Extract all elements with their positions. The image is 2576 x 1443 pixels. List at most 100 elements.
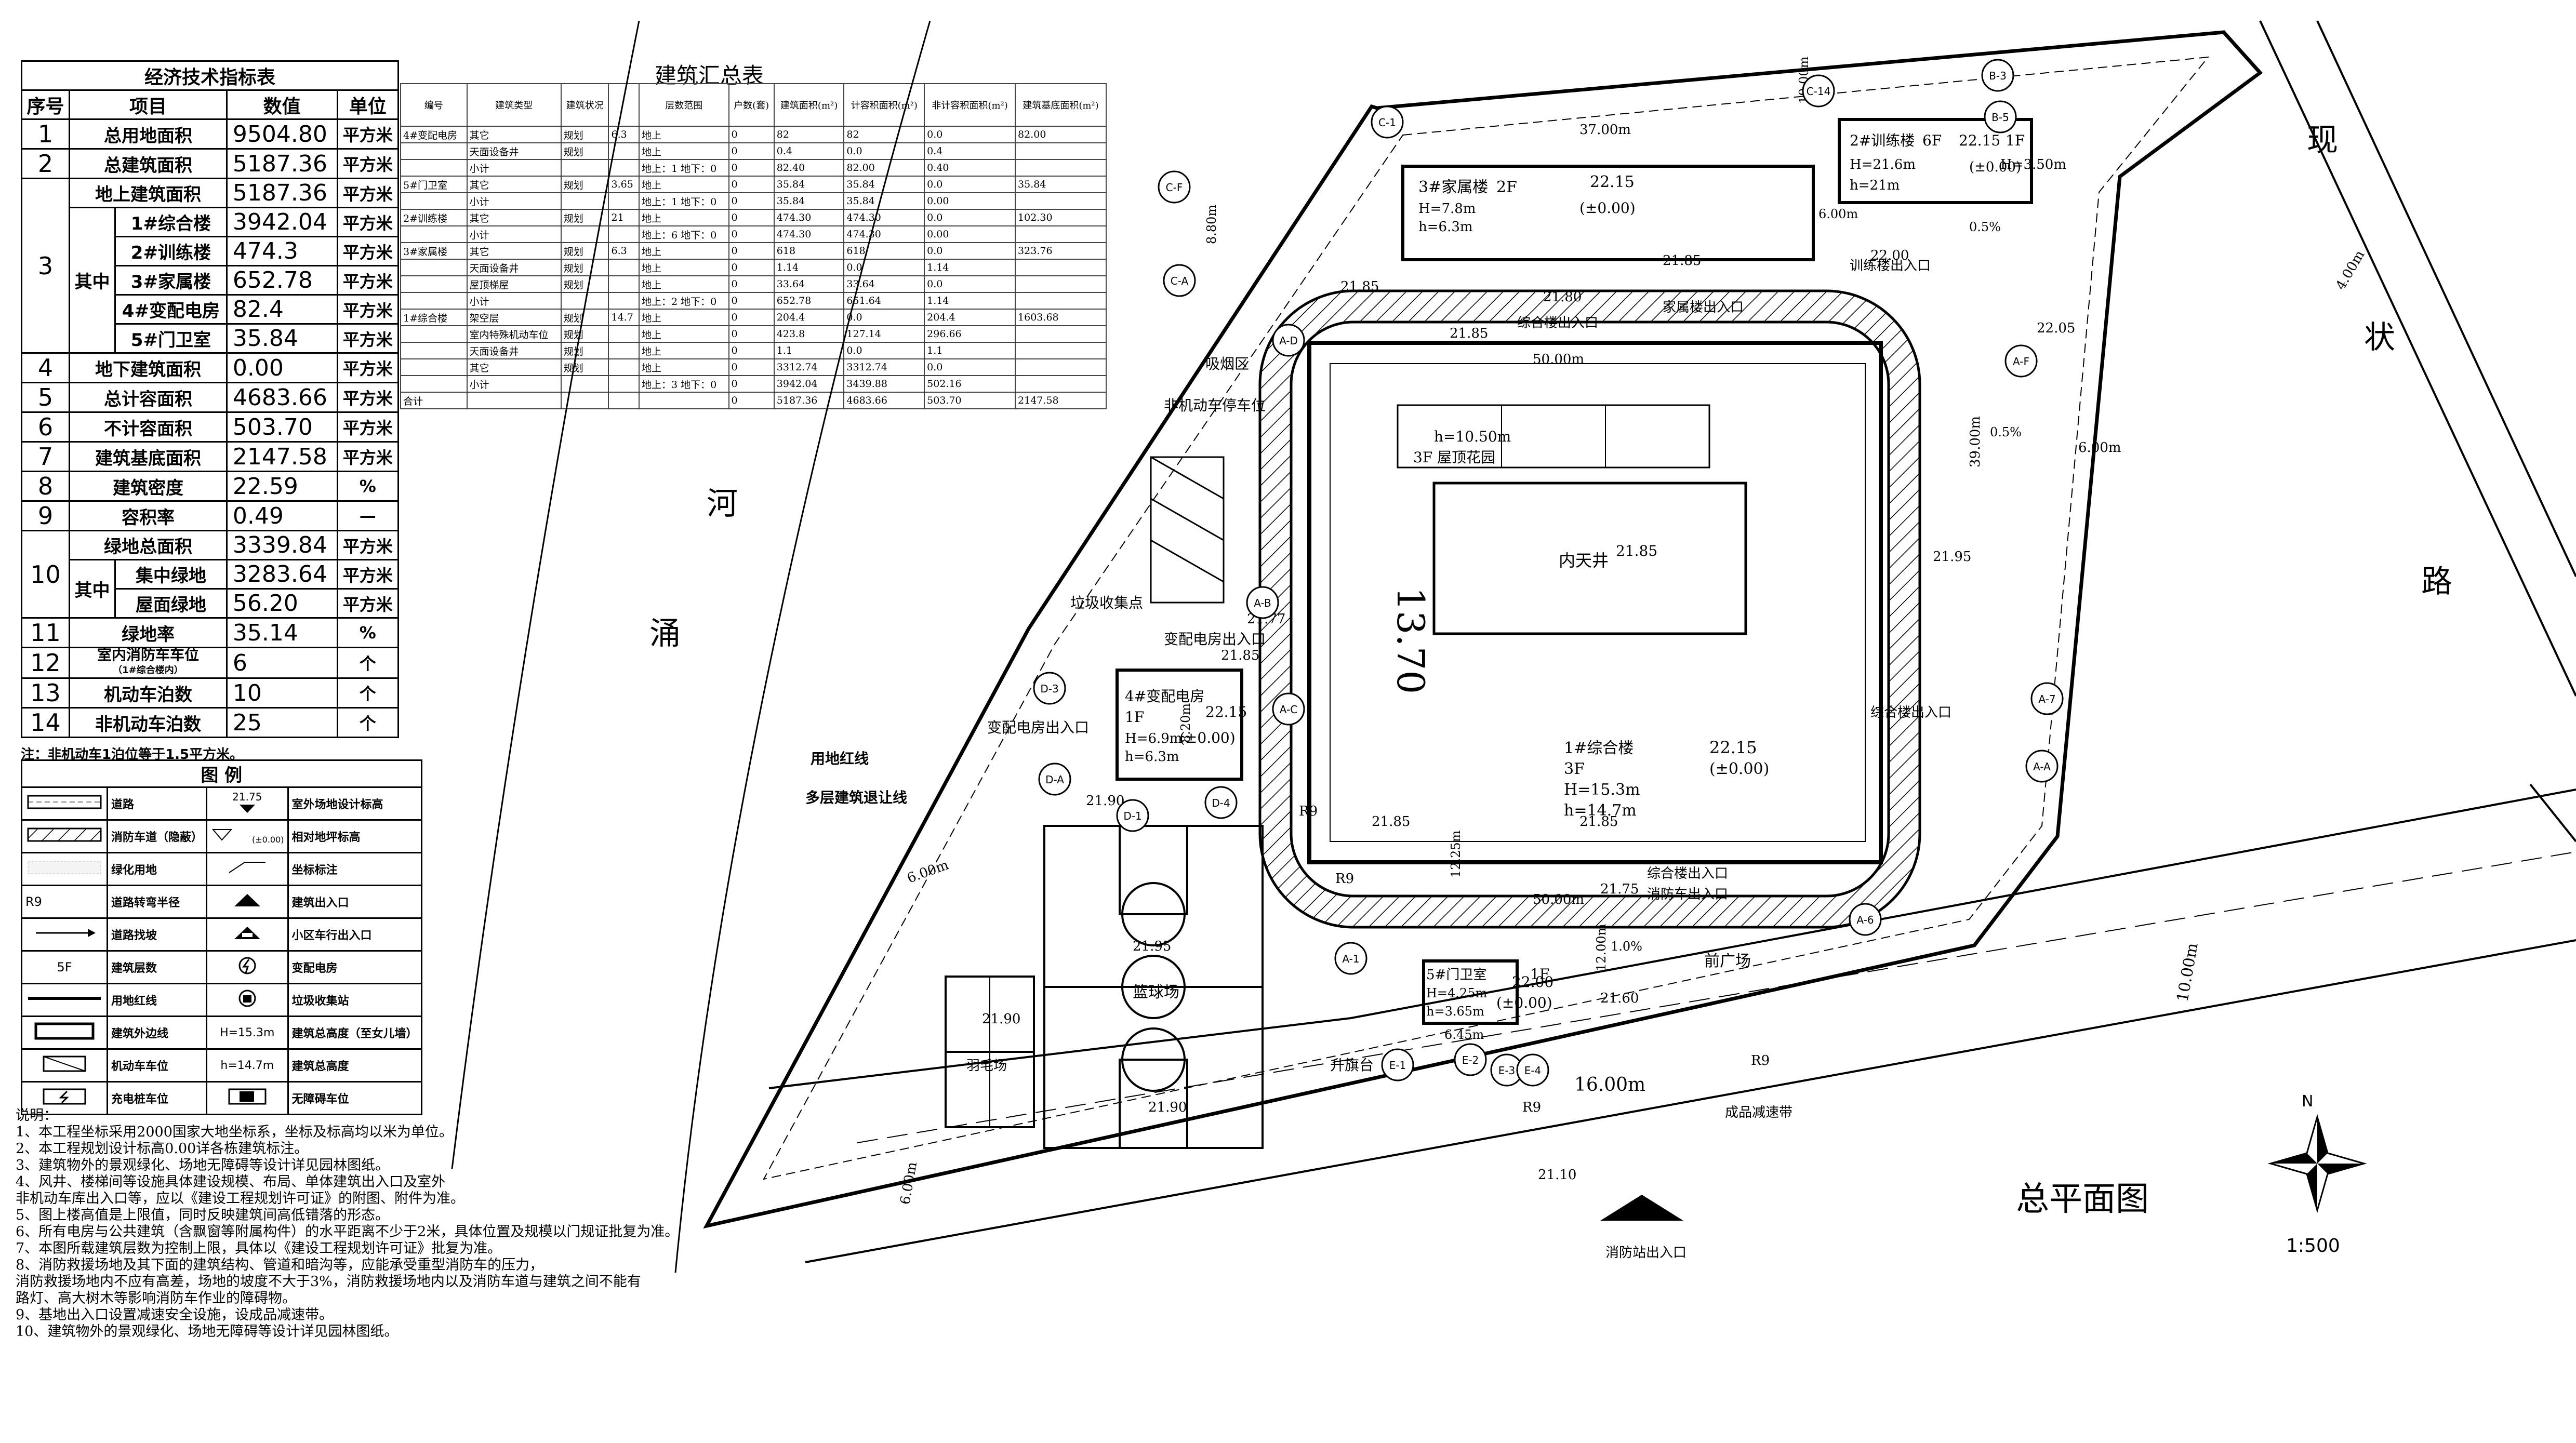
coordinate-marker — [1163, 264, 1196, 297]
relative-elevation-symbol: (±0.00) — [206, 819, 289, 853]
building-5-guardroom — [1422, 959, 1519, 1025]
coordinate-marker — [1849, 903, 1882, 936]
coordinate-label: A-F — [2013, 355, 2029, 368]
note-line: 9、基地出入口设置减速安全设施，设成品减速带。 — [16, 1307, 334, 1323]
coordinate-marker — [2025, 750, 2059, 783]
road-label-3: 路 — [2421, 564, 2452, 600]
coordinate-label: B-5 — [1991, 111, 2009, 124]
coordinate-label: D-3 — [1040, 683, 1058, 695]
svg-text:R9: R9 — [1299, 804, 1318, 819]
svg-text:R9: R9 — [1335, 871, 1354, 887]
coordinate-label: C-A — [1171, 275, 1189, 287]
svg-text:21.95: 21.95 — [1133, 939, 1171, 954]
svg-text:39.00m: 39.00m — [1968, 416, 1983, 467]
coordinate-label: C-F — [1166, 181, 1183, 194]
river-label-1: 河 — [707, 486, 738, 522]
svg-text:50.00m: 50.00m — [1533, 892, 1584, 907]
svg-text:多层建筑退让线: 多层建筑退让线 — [805, 789, 907, 806]
coordinate-label: C-1 — [1378, 116, 1396, 129]
svg-text:R9: R9 — [1522, 1100, 1541, 1115]
coordinate-marker — [1981, 59, 2014, 92]
legend-row: 充电桩车位 无障碍车位 — [21, 1081, 422, 1115]
building-1-name: 1#综合楼 — [1564, 739, 1634, 757]
coordinate-marker — [1381, 1048, 1414, 1081]
svg-text:1F: 1F — [1530, 966, 1549, 983]
coordinate-label: A-A — [2033, 760, 2051, 773]
green-area-symbol — [21, 852, 108, 886]
coordinate-label: B-3 — [1989, 70, 2007, 82]
svg-text:21.85: 21.85 — [1616, 542, 1657, 559]
redline-symbol — [21, 983, 108, 1017]
note-line: 1、本工程坐标采用2000国家大地坐标系，坐标及标高均以米为单位。 — [16, 1124, 453, 1140]
svg-text:22.00: 22.00 — [1870, 248, 1909, 263]
coordinate-label: C-14 — [1807, 85, 1831, 98]
svg-text:21.90: 21.90 — [1086, 793, 1124, 809]
note-line: 消防救援场地内不应有高差，场地的坡度不大于3%，消防救援场地内以及消防车道与建筑… — [16, 1274, 641, 1290]
svg-text:1F: 1F — [1125, 709, 1144, 726]
svg-text:6.00m: 6.00m — [905, 857, 951, 886]
svg-text:13.70: 13.70 — [1389, 587, 1432, 694]
legend-row: 用地红线 垃圾收集站 — [21, 983, 422, 1017]
svg-text:垃圾收集点: 垃圾收集点 — [1070, 594, 1143, 611]
turn-radius-symbol: R9 — [21, 885, 108, 919]
svg-text:21.85: 21.85 — [1579, 814, 1618, 830]
svg-text:H=7.8m: H=7.8m — [1418, 201, 1476, 217]
svg-text:22.00: 22.00 — [1512, 973, 1553, 991]
econ-header-no: 序号 — [20, 89, 71, 120]
setback-line — [763, 56, 2210, 1180]
roof-garden — [1397, 404, 1710, 469]
svg-text:22.05: 22.05 — [2037, 320, 2075, 336]
building-3-family — [1401, 165, 1815, 261]
coordinate-marker — [1272, 324, 1305, 357]
coordinate-marker — [1246, 586, 1279, 619]
svg-text:21.85: 21.85 — [1450, 326, 1488, 341]
building-2-training — [1838, 118, 2033, 204]
note-line: 5、图上楼高值是上限值，同时反映建筑间高低错落的形态。 — [16, 1207, 390, 1223]
note-line: 6、所有电房与公共建筑（含飘窗等附属构件）的水平距离不少于2米，具体位置及规模以… — [16, 1224, 679, 1240]
svg-text:h=10.50m: h=10.50m — [1434, 428, 1511, 445]
building-height-symbol-2: h=14.7m — [206, 1048, 289, 1083]
coordinate-label: D-4 — [1212, 797, 1230, 809]
north-arrow-icon — [2267, 1114, 2367, 1213]
legend-row: 5F 建筑层数 变配电房 — [21, 950, 422, 984]
svg-text:前广场: 前广场 — [1704, 952, 1751, 970]
basketball-label: 篮球场 — [1133, 983, 1179, 1001]
note-line: 路灯、高大树木等影响消防车作业的障碍物。 — [16, 1290, 296, 1306]
note-line: 8、消防救援场地及其下面的建筑结构、管道和暗沟等，应能承受重型消防车的压力， — [16, 1257, 544, 1273]
badminton-court — [945, 976, 1035, 1128]
svg-text:3F 屋顶花园: 3F 屋顶花园 — [1413, 449, 1495, 466]
svg-text:用地红线: 用地红线 — [811, 750, 869, 767]
plan-title: 总平面图 — [2016, 1180, 2149, 1219]
parking-symbol — [21, 1048, 108, 1083]
coordinate-markers: C-1C-14B-3B-5C-FC-AA-DA-FA-AA-BA-6A-1E-1… — [1033, 59, 2064, 1087]
coordinate-label: A-1 — [1342, 953, 1359, 965]
accessible-parking-icon — [206, 1081, 289, 1115]
road-label-2: 状 — [2364, 319, 2395, 356]
coordinate-marker — [1454, 1043, 1487, 1076]
basketball-court — [1043, 825, 1264, 1149]
svg-text:H=15.3m: H=15.3m — [1564, 781, 1640, 799]
fire-lane-symbol — [21, 819, 108, 853]
svg-text:H=3.50m: H=3.50m — [2000, 157, 2066, 172]
svg-text:22.15: 22.15 — [1709, 738, 1757, 757]
svg-text:非机动车停车位: 非机动车停车位 — [1164, 397, 1266, 414]
coordinate-marker — [2004, 344, 2038, 378]
legend-row: 建筑外边线 H=15.3m 建筑总高度（至女儿墙） — [21, 1016, 422, 1050]
svg-text:21.80: 21.80 — [1543, 289, 1582, 305]
